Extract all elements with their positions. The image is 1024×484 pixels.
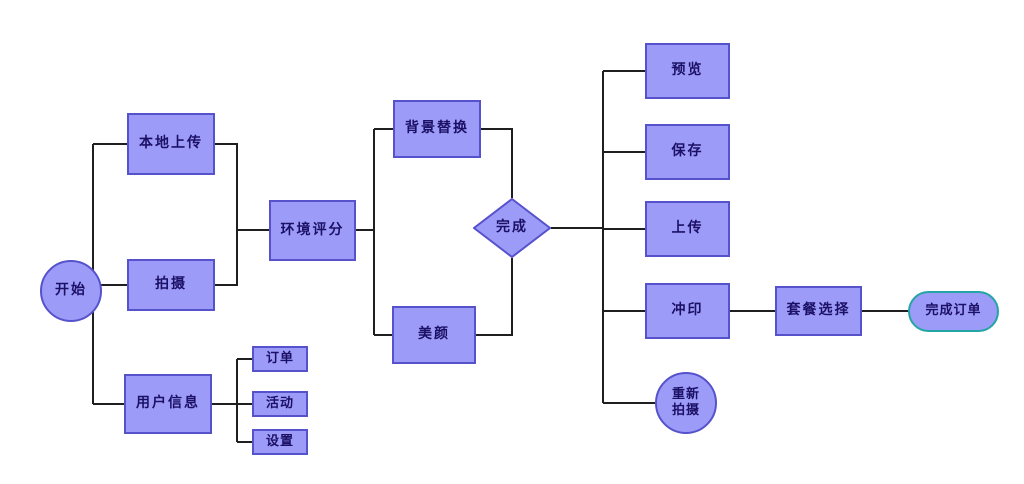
node-package-select-label: 套餐选择 [786, 302, 851, 319]
node-local-upload[interactable]: 本地上传 [127, 113, 215, 175]
node-start-label: 开始 [55, 282, 87, 299]
node-shoot-label: 拍摄 [155, 276, 187, 293]
node-bg-replace[interactable]: 背景替换 [393, 100, 481, 158]
node-activity[interactable]: 活动 [252, 391, 308, 417]
node-order-label: 订单 [265, 350, 294, 366]
node-shoot[interactable]: 拍摄 [127, 259, 215, 311]
node-print[interactable]: 冲印 [645, 283, 730, 339]
node-settings-label: 设置 [265, 433, 294, 449]
node-env-score[interactable]: 环境评分 [269, 200, 356, 261]
node-bg-replace-label: 背景替换 [405, 120, 469, 137]
node-complete-order[interactable]: 完成订单 [908, 291, 999, 332]
node-settings[interactable]: 设置 [252, 429, 308, 455]
node-user-info-label: 用户信息 [136, 395, 200, 412]
node-reshoot-label: 重新 拍摄 [671, 386, 700, 418]
node-save[interactable]: 保存 [645, 124, 730, 180]
node-upload-label: 上传 [671, 220, 704, 237]
node-reshoot[interactable]: 重新 拍摄 [655, 372, 717, 434]
diamond-shape [473, 198, 551, 258]
node-upload[interactable]: 上传 [645, 201, 730, 257]
node-beauty[interactable]: 美颜 [392, 306, 476, 364]
node-local-upload-label: 本地上传 [139, 135, 203, 152]
node-done-label: 完成 [496, 219, 528, 236]
node-start[interactable]: 开始 [40, 260, 102, 322]
node-user-info[interactable]: 用户信息 [124, 374, 212, 434]
node-package-select[interactable]: 套餐选择 [775, 286, 862, 336]
node-done[interactable]: 完成 [473, 198, 551, 258]
node-env-score-label: 环境评分 [280, 221, 345, 238]
connector [476, 258, 513, 336]
node-beauty-label: 美颜 [418, 326, 450, 343]
node-preview[interactable]: 预览 [645, 43, 730, 99]
node-order[interactable]: 订单 [252, 346, 308, 372]
node-preview-label: 预览 [671, 62, 704, 79]
connector [481, 128, 513, 198]
node-complete-order-label: 完成订单 [925, 303, 982, 319]
node-activity-label: 活动 [265, 395, 294, 411]
connector [215, 143, 238, 286]
node-print-label: 冲印 [671, 302, 704, 319]
node-save-label: 保存 [671, 143, 704, 160]
